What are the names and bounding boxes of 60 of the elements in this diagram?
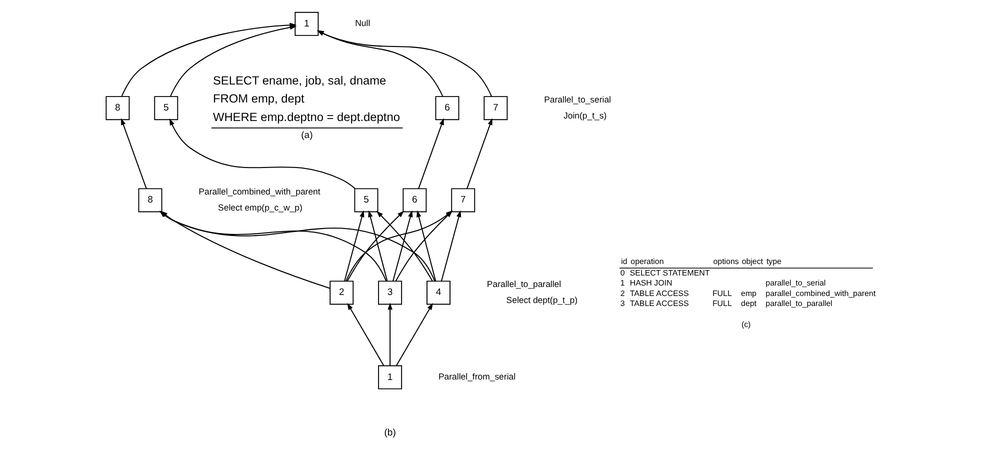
label: operation — [630, 257, 664, 266]
node-box: 3 — [378, 280, 402, 305]
label: Join(p_t_s) — [562, 110, 606, 120]
label: id — [620, 257, 627, 266]
node-box: 4 — [426, 280, 450, 305]
arrow — [368, 210, 388, 282]
arrow — [395, 303, 432, 366]
label: HASH JOIN — [629, 278, 672, 288]
node-box: 5 — [354, 188, 378, 212]
node-box: 6 — [434, 96, 459, 120]
node-box: 1 — [378, 365, 402, 390]
label: FULL — [712, 299, 732, 308]
label: Select emp(p_c_w_p) — [218, 202, 302, 212]
node-box: 7 — [450, 188, 475, 212]
label: 0 — [620, 268, 624, 278]
label: SELECT STATEMENT — [629, 268, 710, 278]
arrow — [387, 302, 392, 366]
label: Null — [354, 18, 370, 28]
label: FULL — [712, 288, 732, 298]
label: type — [766, 257, 781, 266]
label: TABLE ACCESS — [629, 288, 688, 298]
arrow — [376, 210, 432, 282]
arrow — [418, 118, 444, 189]
label: 3 — [620, 299, 624, 308]
label: Parallel_to_serial — [544, 94, 611, 104]
node-box: 1 — [294, 12, 318, 36]
label: dept — [740, 299, 756, 308]
arrow — [346, 303, 384, 366]
label: Select dept(p_t_p) — [506, 294, 578, 305]
arrow — [416, 210, 436, 282]
label: SELECT ename, job, sal, dname — [212, 73, 386, 88]
arrow — [466, 118, 492, 189]
label: Parallel_to_parallel — [486, 279, 561, 289]
node-box: 5 — [154, 96, 178, 120]
label: parallel_to_serial — [765, 278, 826, 288]
arrow — [392, 210, 412, 282]
node-box: 2 — [329, 280, 354, 305]
label: 1 — [620, 278, 624, 288]
label: Parallel_from_serial — [438, 372, 516, 382]
node-box: 7 — [483, 96, 508, 120]
node-box: 8 — [105, 96, 130, 120]
label: WHERE emp.deptno = dept.deptno — [212, 110, 400, 124]
node-box: 6 — [402, 188, 426, 212]
label: FROM emp, dept — [212, 92, 304, 106]
label: Parallel_combined_with_parent — [198, 186, 320, 196]
arrow — [346, 210, 404, 282]
label: emp — [740, 288, 756, 298]
label: object — [741, 257, 763, 266]
label: 2 — [620, 288, 624, 298]
label: (b) — [384, 428, 396, 439]
label: (c) — [740, 320, 750, 329]
label: (a) — [300, 130, 312, 141]
label: parallel_to_parallel — [765, 299, 832, 308]
arrow — [344, 210, 364, 282]
arrow — [120, 118, 146, 189]
node-box: 8 — [138, 188, 162, 212]
arrow — [168, 118, 355, 189]
label: parallel_combined_with_parent — [765, 288, 876, 298]
label: options — [712, 257, 738, 266]
label: TABLE ACCESS — [629, 299, 688, 308]
